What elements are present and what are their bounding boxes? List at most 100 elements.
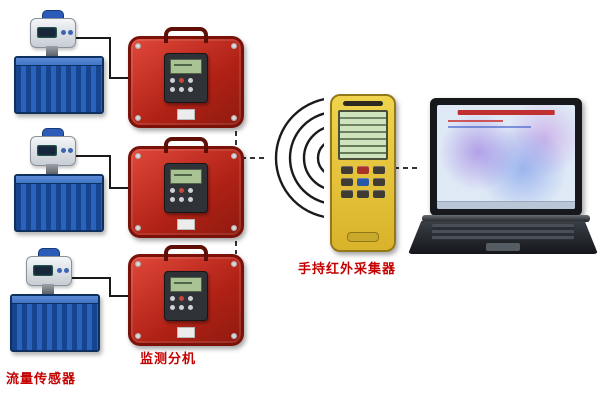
panel-button [170, 78, 175, 83]
panel-button [170, 305, 175, 310]
handheld-collector [330, 94, 396, 252]
monitor-unit-3 [128, 245, 244, 346]
control-panel [164, 163, 208, 213]
screw-icon [135, 261, 141, 267]
sensor-head [30, 136, 76, 166]
panel-lcd [170, 277, 202, 292]
sensor-tank-icon [10, 294, 100, 352]
sensor-tank-icon [14, 56, 104, 114]
flow-sensor-1 [14, 10, 110, 114]
panel-button [188, 305, 193, 310]
panel-lcd [170, 169, 202, 184]
box-handle-icon [164, 27, 208, 43]
panel-buttons [170, 305, 202, 310]
screw-icon [231, 261, 237, 267]
screw-icon [135, 333, 141, 339]
box-label-tag [177, 219, 195, 230]
laptop-screen [430, 98, 582, 216]
connector-sensor1 [68, 37, 130, 79]
control-panel [164, 53, 208, 103]
connector-sensor3 [66, 277, 130, 297]
panel-button [170, 296, 175, 301]
screw-icon [135, 225, 141, 231]
screw-icon [231, 333, 237, 339]
handheld-badge [347, 232, 379, 242]
box-label-tag [177, 327, 195, 338]
sensor-indicator [61, 148, 66, 153]
screw-icon [231, 153, 237, 159]
connector-sensor2 [68, 155, 130, 189]
sensor-head [26, 256, 72, 286]
laptop-hinge [422, 215, 590, 222]
sensor-indicator [57, 268, 62, 273]
panel-button [188, 78, 193, 83]
panel-button [170, 197, 175, 202]
screw-icon [231, 225, 237, 231]
keypad-key [357, 166, 369, 174]
sensor-display [37, 27, 57, 38]
sensor-tank-icon [14, 174, 104, 232]
panel-buttons [170, 197, 202, 202]
wireless-signal-icon [274, 98, 324, 218]
label-monitor-unit: 监测分机 [140, 351, 197, 366]
sensor-transmitter-icon [26, 10, 78, 56]
screen-status-bar [437, 201, 575, 209]
keypad-key [341, 178, 353, 186]
panel-button [179, 197, 184, 202]
box-handle-icon [164, 137, 208, 153]
handheld-ir-window [343, 101, 383, 106]
sensor-head [30, 18, 76, 48]
sensor-display [33, 265, 53, 276]
sensor-neck [42, 284, 54, 294]
box-handle-icon [164, 245, 208, 261]
panel-button [179, 87, 184, 92]
panel-buttons [170, 87, 202, 92]
sensor-neck [46, 164, 58, 174]
panel-buttons [170, 296, 202, 301]
panel-button [170, 87, 175, 92]
monitor-unit-1 [128, 27, 244, 128]
panel-buttons [170, 188, 202, 193]
box-label-tag [177, 109, 195, 120]
panel-button [170, 188, 175, 193]
laptop-touchpad [486, 243, 520, 251]
panel-button [179, 78, 184, 83]
sensor-neck [46, 46, 58, 56]
screw-icon [231, 115, 237, 121]
screw-icon [135, 153, 141, 159]
sensor-indicator [61, 30, 66, 35]
panel-button [188, 87, 193, 92]
monitor-unit-2 [128, 137, 244, 238]
panel-button [188, 188, 193, 193]
keypad-key [373, 190, 385, 198]
panel-lcd [170, 59, 202, 74]
keypad-key [357, 178, 369, 186]
handheld-lcd [338, 110, 388, 160]
keypad-key [341, 166, 353, 174]
laptop-keyboard [432, 224, 574, 240]
keypad-key [357, 190, 369, 198]
laptop [408, 94, 598, 256]
sensor-transmitter-icon [26, 128, 78, 174]
laptop-screen-content [437, 105, 575, 209]
keypad-key [373, 178, 385, 186]
panel-button [188, 197, 193, 202]
panel-buttons [170, 78, 202, 83]
panel-button [179, 296, 184, 301]
sensor-indicator [68, 148, 73, 153]
panel-button [179, 305, 184, 310]
panel-button [188, 296, 193, 301]
keypad-key [373, 166, 385, 174]
laptop-base [408, 221, 598, 254]
screen-text-line [448, 120, 504, 122]
label-handheld-collector: 手持红外采集器 [298, 261, 397, 276]
sensor-display [37, 145, 57, 156]
keypad-key [341, 190, 353, 198]
sensor-transmitter-icon [22, 248, 74, 294]
handheld-keypad [340, 166, 386, 198]
panel-button [179, 188, 184, 193]
label-flow-sensor: 流量传感器 [6, 371, 77, 386]
sensor-indicator [64, 268, 69, 273]
